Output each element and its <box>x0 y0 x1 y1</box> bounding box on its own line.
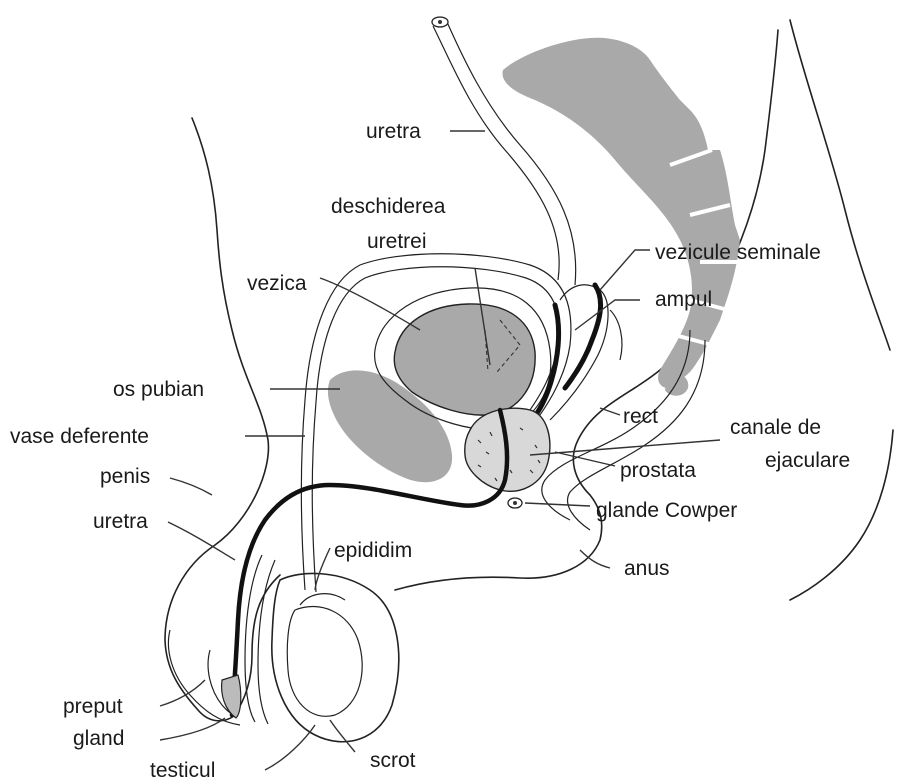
label-prostata: prostata <box>620 459 696 482</box>
label-scrot: scrot <box>370 749 416 772</box>
label-uretrei: uretrei <box>367 230 427 253</box>
label-canale-de: canale de <box>730 416 821 439</box>
label-ejaculare: ejaculare <box>765 449 850 472</box>
label-uretra-top: uretra <box>366 120 421 143</box>
label-gland: gland <box>73 727 124 750</box>
label-os-pubian: os pubian <box>113 378 204 401</box>
label-vase-deferente: vase deferente <box>10 425 149 448</box>
label-preput: preput <box>63 695 123 718</box>
label-epididim: epididim <box>334 539 412 562</box>
label-glande-cowper: glande Cowper <box>596 499 737 522</box>
label-penis: penis <box>100 465 150 488</box>
label-anus: anus <box>624 557 670 580</box>
label-ampul: ampul <box>655 288 712 311</box>
label-vezica: vezica <box>247 272 307 295</box>
sacrum-spine <box>502 38 740 396</box>
label-deschiderea: deschiderea <box>331 195 446 218</box>
label-rect: rect <box>623 405 658 428</box>
penis-internal <box>168 555 275 725</box>
scrotum-testis <box>272 573 399 741</box>
label-vezicule-seminale: vezicule seminale <box>655 241 821 264</box>
label-testicul: testicul <box>150 759 215 781</box>
seminal-vesicles <box>532 285 608 420</box>
label-uretra-bottom: uretra <box>93 510 148 533</box>
